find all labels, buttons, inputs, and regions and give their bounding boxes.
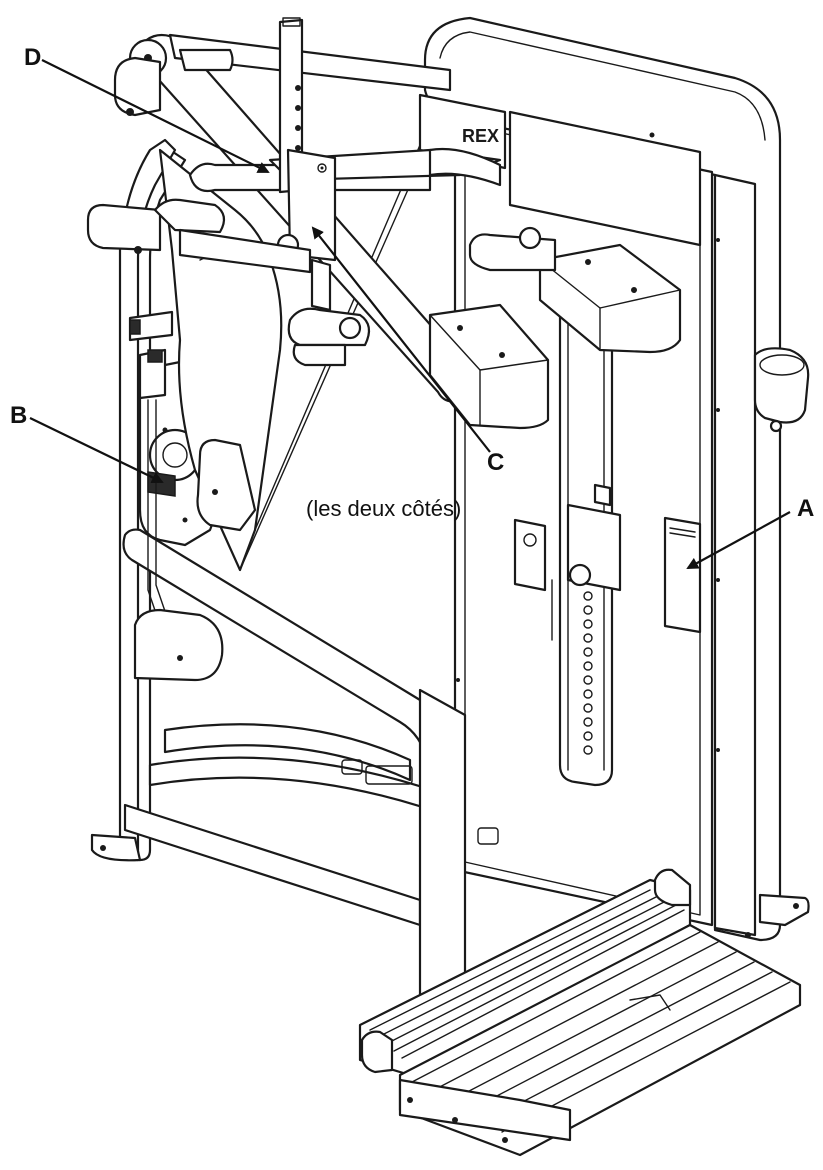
callout-c-leader (311, 226, 491, 453)
callout-b-leader (29, 417, 164, 484)
serial-label (147, 471, 176, 497)
callout-d-label: D (24, 44, 41, 71)
callout-a-leader (686, 511, 791, 569)
shoulder-pads (428, 226, 682, 430)
brand-plate-text: REX (462, 126, 499, 146)
callout-d-leader (41, 59, 270, 173)
foot-platform (358, 868, 802, 1157)
callout-a-label: A (797, 495, 814, 522)
weight-plates (583, 591, 593, 755)
cup-holder (753, 347, 810, 433)
instruction-placard (663, 516, 702, 634)
callout-b-label: B (10, 402, 27, 429)
callout-c-label: C (487, 449, 504, 476)
callout-c-note: (les deux côtés) (306, 496, 461, 521)
brand-shroud: REX (418, 93, 702, 247)
left-handles (86, 198, 371, 532)
callout-labels: D B C (les deux côtés) A (10, 44, 814, 522)
callout-leaders (29, 59, 791, 569)
weight-stack (513, 288, 622, 787)
